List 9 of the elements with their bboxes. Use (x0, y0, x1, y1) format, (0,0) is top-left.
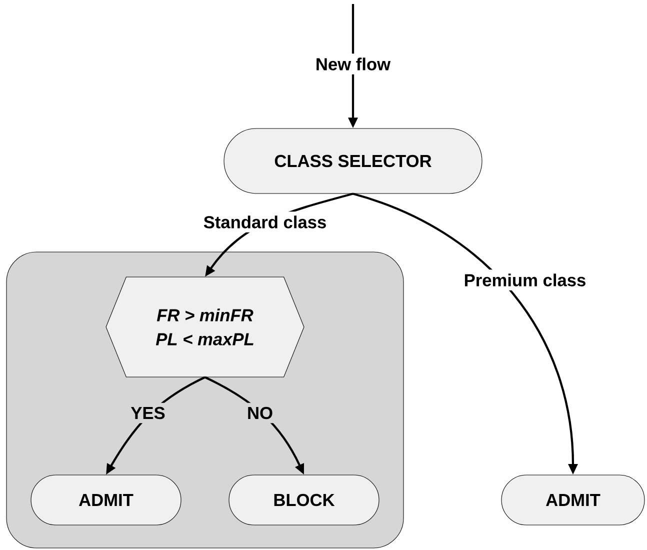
terminal-box: ADMIT (30, 474, 182, 526)
terminal-box: CLASS SELECTOR (224, 128, 482, 194)
terminal-box: ADMIT (501, 474, 645, 526)
edge-label: Premium class (460, 270, 590, 290)
edge-label: Standard class (199, 212, 331, 232)
terminal-box: BLOCK (228, 474, 380, 526)
edge-label: New flow (311, 54, 395, 74)
edge-label: YES (126, 402, 170, 424)
edge-label: NO (243, 402, 277, 424)
